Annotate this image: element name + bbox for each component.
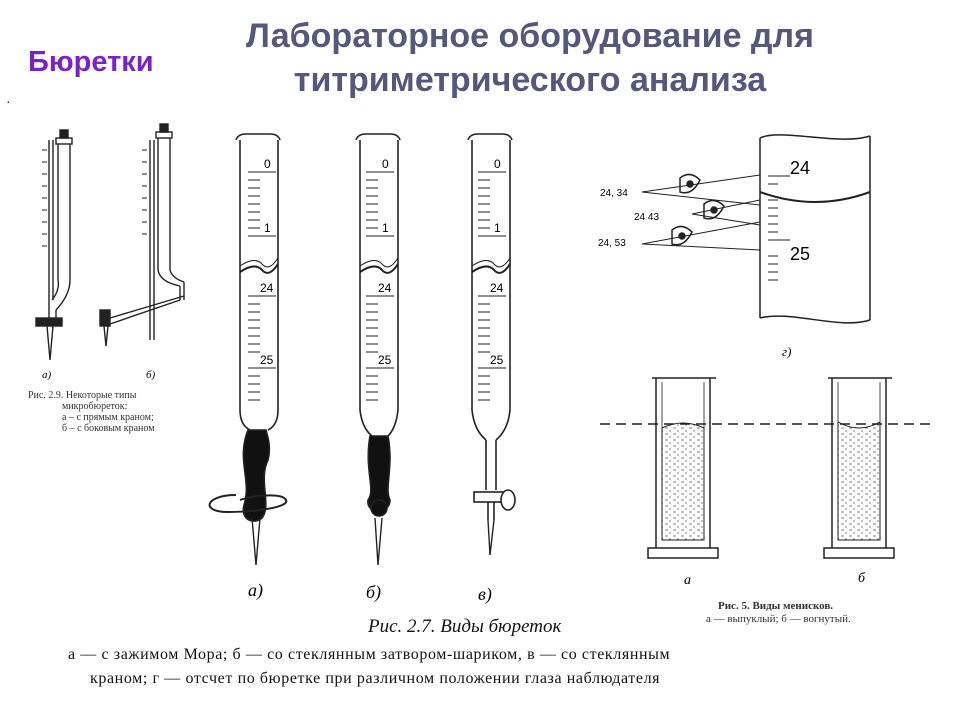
page-title: Лабораторное оборудование для титриметри… xyxy=(150,14,910,102)
reading-value-3: 24, 53 xyxy=(598,238,626,249)
meniscus-caption-line-1: Рис. 5. Виды менисков. xyxy=(718,600,834,612)
burettes-caption: Рис. 2.7. Виды бюреток xyxy=(368,616,562,637)
meniscus-caption-line-2: а — выпуклый; б — вогнутый. xyxy=(706,613,851,625)
vessel-b xyxy=(823,377,895,559)
meniscus-label-a: а xyxy=(684,573,691,588)
burette-c-scale-0: 0 xyxy=(494,157,501,171)
micro-burettes-caption: Рис. 2.9. Некоторые типы микробюреток: а… xyxy=(28,390,218,434)
burette-c-scale-25: 25 xyxy=(490,353,504,367)
burette-b-scale xyxy=(366,171,394,401)
burette-a-scale-1: 1 xyxy=(264,221,271,235)
burette-a xyxy=(208,133,288,566)
burette-a-scale-25: 25 xyxy=(260,353,274,367)
subtitle: Бюретки xyxy=(28,46,154,78)
micro-label-b: б) xyxy=(146,369,156,381)
micro-label-a: а) xyxy=(42,369,52,381)
burette-label-a: а) xyxy=(248,580,263,601)
burette-c-scale-1: 1 xyxy=(494,221,501,235)
reading-diagram xyxy=(641,134,871,324)
micro-caption-line-4: б – с боковым краном xyxy=(62,423,155,434)
burette-b xyxy=(355,133,401,566)
burette-label-c: в) xyxy=(478,584,492,605)
micro-burette-b xyxy=(99,123,185,347)
burette-c-scale-24: 24 xyxy=(490,281,504,295)
burette-a-scale xyxy=(248,171,276,401)
reading-scale-25: 25 xyxy=(790,244,810,264)
micro-caption-line-2: микробюреток: xyxy=(62,401,128,412)
burette-b-scale-24: 24 xyxy=(378,281,392,295)
vessel-a xyxy=(647,377,719,559)
micro-caption-line-3: а – с прямым краном; xyxy=(62,412,154,423)
reading-scale-24: 24 xyxy=(790,158,810,178)
micro-caption-line-1: Рис. 2.9. Некоторые типы xyxy=(28,390,137,401)
burette-c xyxy=(467,133,516,556)
micro-burette-a xyxy=(35,129,73,361)
burette-a-scale-24: 24 xyxy=(260,281,274,295)
burettes-description-line-1: а — с зажимом Мора; б — со стеклянным за… xyxy=(68,646,671,663)
reading-label: г) xyxy=(782,344,791,359)
stray-dot: · xyxy=(6,96,11,111)
title-line-1: Лабораторное оборудование для xyxy=(246,17,814,55)
burette-b-scale-1: 1 xyxy=(382,221,389,235)
burette-b-scale-25: 25 xyxy=(378,353,392,367)
reading-value-1: 24, 34 xyxy=(600,188,628,199)
burette-a-scale-0: 0 xyxy=(264,157,271,171)
title-line-2: титриметрического анализа xyxy=(293,61,767,99)
meniscus-caption: Рис. 5. Виды менисков. а — выпуклый; б —… xyxy=(706,600,936,626)
burette-c-scale xyxy=(478,171,506,401)
burette-b-scale-0: 0 xyxy=(382,157,389,171)
burette-label-b: б) xyxy=(366,582,381,603)
meniscus-label-b: б xyxy=(858,571,866,586)
reading-value-2: 24 43 xyxy=(634,212,659,223)
burettes-description-line-2: краном; г — отсчет по бюретке при различ… xyxy=(90,670,661,687)
